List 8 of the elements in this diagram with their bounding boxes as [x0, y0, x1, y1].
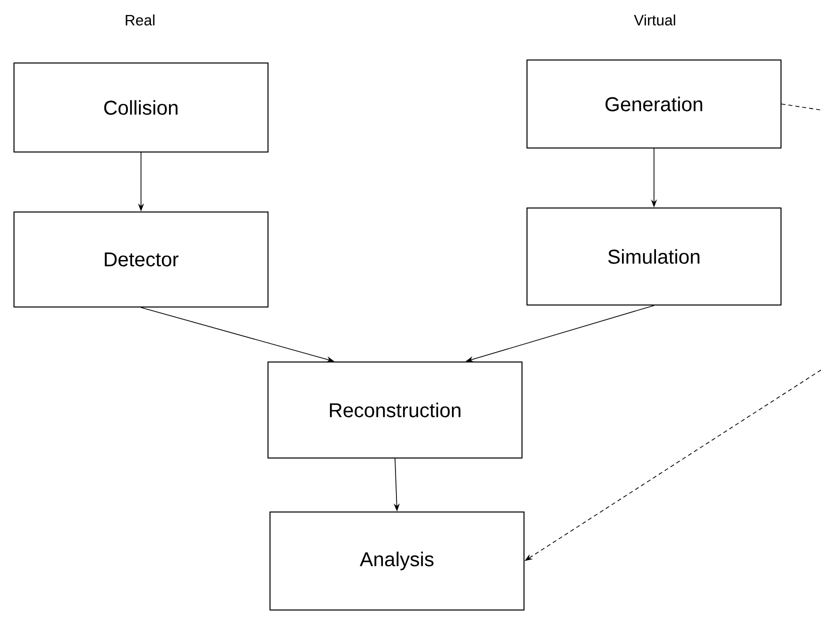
process-box: Reconstruction — [268, 361, 522, 458]
column-heading: Virtual — [634, 14, 676, 26]
process-box: Collision — [14, 62, 268, 152]
process-box: Analysis — [270, 511, 524, 610]
process-box: Simulation — [526, 207, 782, 306]
process-box: Detector — [14, 212, 268, 308]
column-heading: Real — [126, 14, 154, 26]
process-box: Generation — [526, 60, 782, 148]
